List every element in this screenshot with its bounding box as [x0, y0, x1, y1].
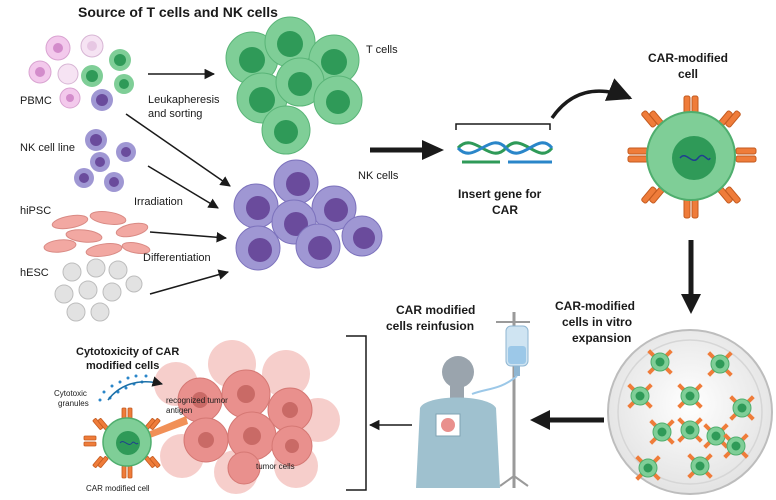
- label-expansion-3: expansion: [572, 331, 632, 345]
- dish-car-cell: [687, 453, 713, 479]
- pbmc-cells: [28, 34, 134, 111]
- nk-cell-line: [74, 129, 136, 192]
- dish-car-cell: [677, 417, 703, 443]
- label-reinfusion-2: cells reinfusion: [386, 319, 475, 333]
- label-irradiation: Irradiation: [134, 196, 183, 208]
- tumor-cells: [154, 340, 340, 494]
- hipsc-cells: [43, 211, 151, 257]
- label-hipsc: hiPSC: [20, 205, 52, 217]
- label-differentiation: Differentiation: [143, 252, 211, 264]
- label-recognized-antigen-2: antigen: [166, 406, 193, 415]
- dna-icon: [455, 123, 554, 164]
- label-cytotoxicity-title: Cytotoxicity of CAR: [76, 346, 180, 358]
- label-cytotoxic-granules-2: granules: [58, 399, 89, 408]
- arrow-to-expansion: [681, 240, 701, 314]
- label-expansion-2: cells in vitro: [562, 315, 633, 329]
- label-hesc: hESC: [20, 267, 49, 279]
- label-leukapheresis: Leukapheresis: [148, 94, 220, 106]
- dish-car-cell: [635, 455, 661, 481]
- source-arrows: [125, 68, 231, 295]
- label-car-modified-small: CAR modified cell: [86, 484, 150, 493]
- iv-drip: [471, 312, 530, 488]
- label-reinfusion-1: CAR modified: [396, 303, 476, 317]
- antigen-beam: [148, 416, 188, 438]
- granule-arrow: [107, 376, 164, 401]
- label-car-modified-cell: CAR-modified: [648, 51, 728, 65]
- dish-car-cell: [707, 351, 733, 377]
- arrow-to-car-cell: [550, 78, 633, 119]
- label-nk-cells: NK cells: [358, 170, 399, 182]
- dish-car-cell: [723, 433, 749, 459]
- small-car-cell: [83, 407, 161, 479]
- label-pbmc: PBMC: [20, 95, 52, 107]
- label-recognized-antigen: recognized tumor: [166, 396, 228, 405]
- bracket: [346, 335, 412, 491]
- arrow-to-gene: [370, 140, 444, 160]
- car-modified-cell: [627, 95, 757, 219]
- cytotoxic-granules: [98, 374, 148, 402]
- label-tumor-cells: tumor cells: [256, 462, 295, 471]
- dish-car-cell: [729, 395, 755, 421]
- dish-cells: [627, 349, 755, 481]
- label-car-modified-cell-2: cell: [678, 67, 699, 81]
- patient-figure: [416, 356, 500, 488]
- dish-car-cell: [677, 383, 703, 409]
- nk-cell-cluster: [233, 159, 383, 271]
- label-nk-cell-line: NK cell line: [20, 142, 76, 154]
- label-t-cells: T cells: [366, 44, 398, 56]
- dish-car-cell: [627, 383, 653, 409]
- label-cytotoxicity-title-2: modified cells: [86, 360, 160, 372]
- arrow-to-reinfusion: [530, 410, 604, 430]
- dish-car-cell: [649, 419, 675, 445]
- label-insert-gene: Insert gene for: [458, 187, 542, 201]
- label-insert-gene-car: CAR: [492, 203, 518, 217]
- label-cytotoxic-granules: Cytotoxic: [54, 389, 87, 398]
- diagram-title: Source of T cells and NK cells: [78, 4, 278, 20]
- label-and-sorting: and sorting: [148, 108, 203, 120]
- dish-car-cell: [647, 349, 673, 375]
- label-expansion-1: CAR-modified: [555, 299, 635, 313]
- hesc-cells: [54, 258, 143, 322]
- t-cell-cluster: [225, 16, 363, 155]
